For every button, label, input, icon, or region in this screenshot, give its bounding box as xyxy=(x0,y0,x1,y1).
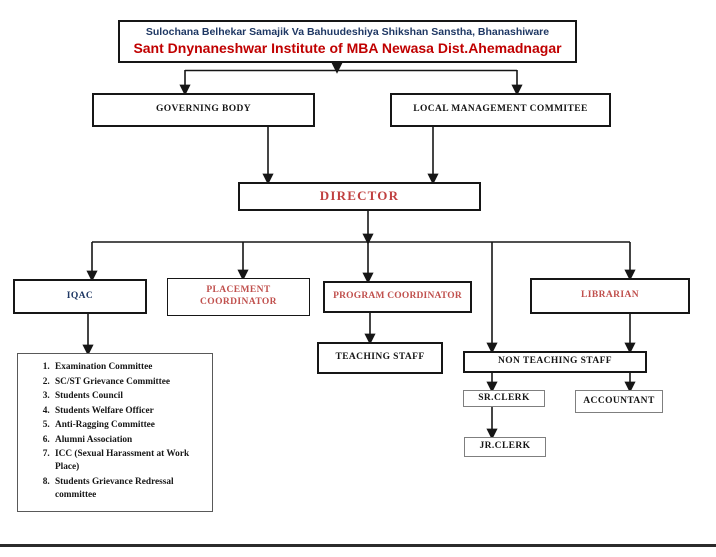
node-local-management-commitee: LOCAL MANAGEMENT COMMITEE xyxy=(390,93,611,127)
society-name: Sulochana Belhekar Samajik Va Bahuudeshi… xyxy=(145,25,550,38)
list-item: Students Welfare Officer xyxy=(52,405,208,418)
iqac-committees-box: Examination CommitteeSC/ST Grievance Com… xyxy=(17,353,213,512)
institution-title-box: Sulochana Belhekar Samajik Va Bahuudeshi… xyxy=(118,20,577,63)
node-librarian: LIBRARIAN xyxy=(530,278,690,314)
node-jr-clerk: JR.CLERK xyxy=(464,437,546,457)
node-governing-body: GOVERNING BODY xyxy=(92,93,315,127)
node-teaching-staff: TEACHING STAFF xyxy=(317,342,443,374)
node-iqac: IQAC xyxy=(13,279,147,314)
list-item: Students Council xyxy=(52,390,208,403)
list-item: Anti-Ragging Committee xyxy=(52,419,208,432)
list-item: Alumni Association xyxy=(52,434,208,447)
node-director: DIRECTOR xyxy=(238,182,481,211)
node-non-teaching-staff: NON TEACHING STAFF xyxy=(463,351,647,373)
iqac-committees-list: Examination CommitteeSC/ST Grievance Com… xyxy=(18,361,208,502)
node-placement-coordinator: PLACEMENT COORDINATOR xyxy=(167,278,310,316)
page-bottom-rule xyxy=(0,544,716,547)
list-item: Students Grievance Redressal committee xyxy=(52,476,208,502)
list-item: SC/ST Grievance Committee xyxy=(52,376,208,389)
node-accountant: ACCOUNTANT xyxy=(575,390,663,413)
list-item: Examination Committee xyxy=(52,361,208,374)
node-sr-clerk: SR.CLERK xyxy=(463,390,545,407)
institute-name: Sant Dnynaneshwar Institute of MBA Newas… xyxy=(133,39,562,56)
list-item: ICC (Sexual Harassment at Work Place) xyxy=(52,448,208,474)
node-program-coordinator: PROGRAM COORDINATOR xyxy=(323,281,472,313)
